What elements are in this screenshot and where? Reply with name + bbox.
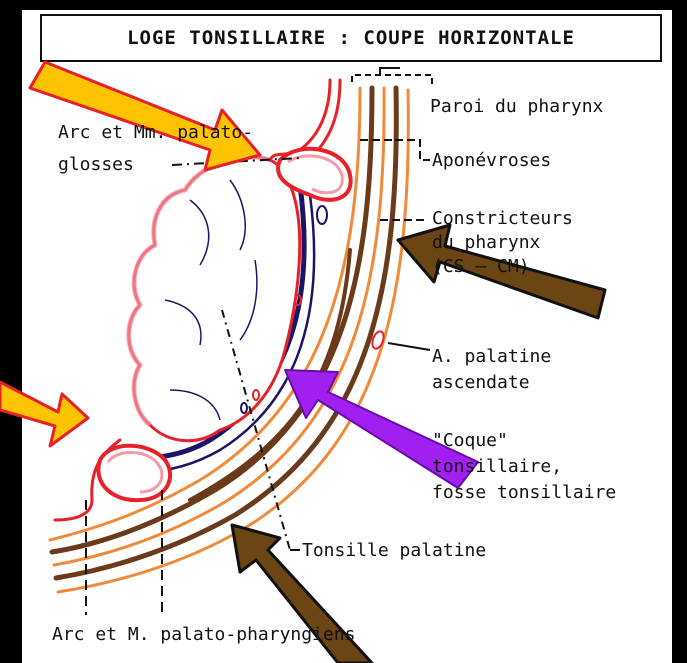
label-coque-3: fosse tonsillaire xyxy=(432,482,616,504)
label-artere-2: ascendate xyxy=(432,372,530,394)
arc-palatopharyngien xyxy=(98,446,170,500)
label-tonsille: Tonsille palatine xyxy=(302,540,486,562)
label-coque-1: "Coque" xyxy=(432,430,508,452)
label-aponevroses: Aponévroses xyxy=(432,150,551,172)
label-constricteurs-2: du pharynx xyxy=(432,232,540,254)
label-constricteurs-1: Constricteurs xyxy=(432,208,573,230)
bracket-top xyxy=(352,68,432,85)
label-arc-glosses-2: glosses xyxy=(58,154,134,176)
yellow-arrow-left xyxy=(0,382,88,446)
label-arc-glosses-1: Arc et Mm. palato- xyxy=(58,122,253,144)
label-coque-2: tonsillaire, xyxy=(432,456,562,478)
label-constricteurs-3: (CS — CM) xyxy=(432,256,530,278)
label-paroi: Paroi du pharynx xyxy=(430,96,603,118)
label-artere-1: A. palatine xyxy=(432,346,551,368)
label-arc-pharyngiens: Arc et M. palato-pharyngiens xyxy=(52,624,355,646)
